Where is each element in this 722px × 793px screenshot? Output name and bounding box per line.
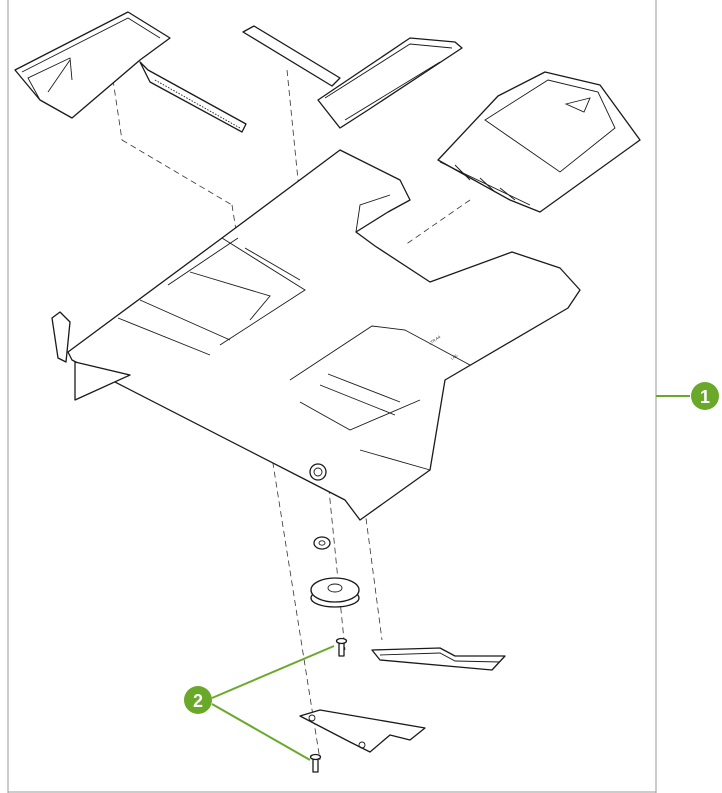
callout-1-label: 1: [700, 387, 710, 407]
tray-extension: [438, 72, 640, 212]
callout-1: 1: [691, 382, 719, 410]
bracket-plate: [300, 710, 425, 752]
main-tray: LTR A4 LGL: [52, 150, 580, 520]
paper-guide-right: [243, 26, 462, 128]
washer: [314, 537, 330, 549]
wire-spring: [372, 648, 505, 670]
screw-lower: [311, 755, 321, 773]
paper-guide-left: [15, 12, 246, 132]
callout-2: 2: [184, 686, 212, 714]
gear: [311, 578, 359, 607]
callout-2-label: 2: [193, 691, 203, 711]
callout-2-leaders: [212, 646, 334, 760]
